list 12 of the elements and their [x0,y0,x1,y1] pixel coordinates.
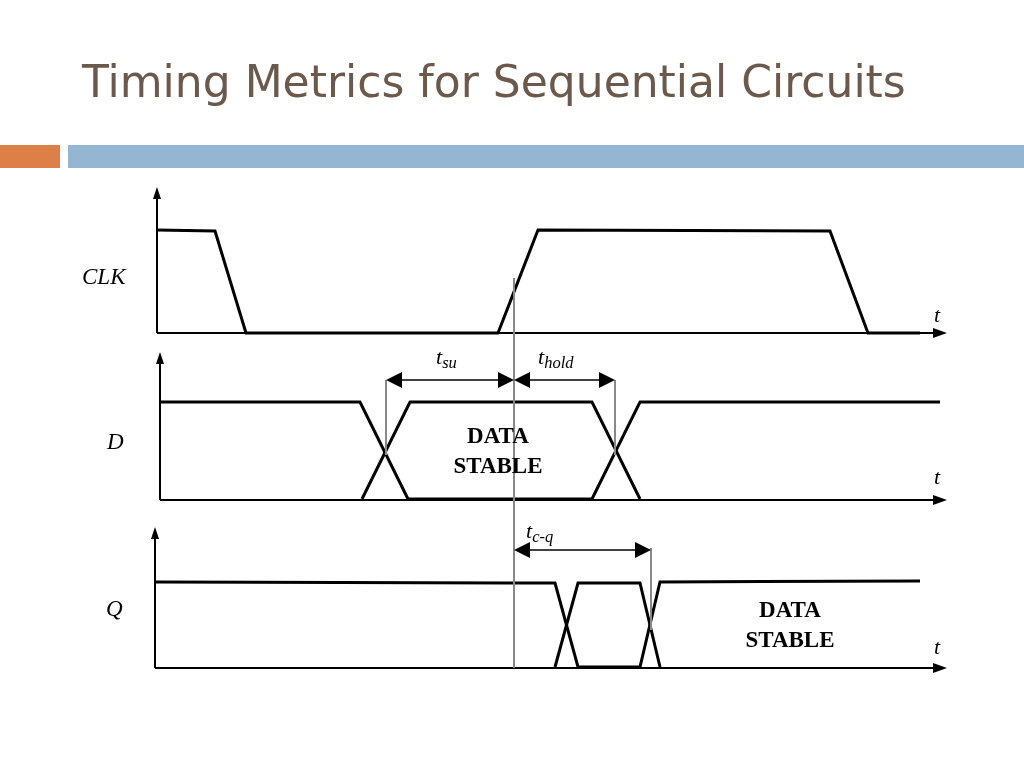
axis-label: t [934,301,941,329]
data-stable-label: DATA STABLE [744,596,836,654]
title: Timing Metrics for Sequential Circuits [82,55,906,109]
axis-label: t [934,463,941,491]
axis-label: t [934,633,941,661]
timing-label: t$_{c-q}$ [526,517,554,547]
signal-label: CLK [82,263,126,291]
timing-label: t$_{hold}$ [538,343,574,373]
signal-label: D [107,428,124,456]
data-stable-label: DATA STABLE [452,422,544,480]
timing-label: t$_{su}$ [436,343,457,373]
signal-label: Q [106,595,123,623]
